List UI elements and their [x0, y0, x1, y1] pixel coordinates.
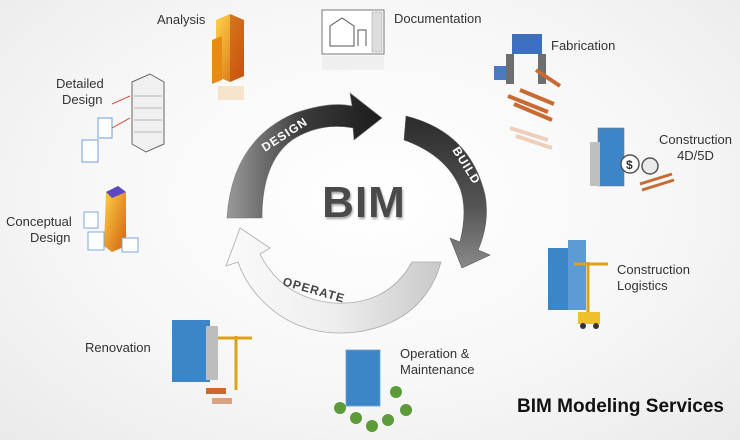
- documentation-sheet-icon: [321, 9, 385, 70]
- stage-label-documentation: Documentation: [394, 11, 482, 26]
- detailed-design-model-icon: [81, 73, 165, 163]
- footer-caption: BIM Modeling Services: [517, 396, 724, 417]
- bim-center-title: BIM: [322, 178, 406, 227]
- construction-logistics-icon: [548, 240, 608, 329]
- stage-label-conceptual-design: Conceptual Design: [6, 214, 72, 245]
- analysis-building-icon: [212, 14, 244, 100]
- svg-text:$: $: [626, 158, 633, 172]
- stage-label-operation-maintenance: Operation & Maintenance: [400, 346, 475, 377]
- construction-4d5d-icon: $: [590, 127, 675, 192]
- stage-label-construction-logistics: Construction Logistics: [617, 262, 690, 293]
- renovation-building-icon: [172, 320, 252, 404]
- stage-label-renovation: Renovation: [85, 340, 151, 355]
- conceptual-design-model-icon: [83, 186, 139, 253]
- stage-label-analysis: Analysis: [157, 12, 206, 27]
- stage-label-construction-4d5d: Construction 4D/5D: [659, 132, 732, 163]
- operation-maintenance-icon: [334, 349, 412, 432]
- stage-label-detailed-design: Detailed Design: [56, 76, 104, 107]
- build-arrow: [403, 115, 491, 269]
- design-arrow: [226, 92, 383, 219]
- operate-arrow: [225, 227, 442, 334]
- fabrication-machine-icon: [494, 34, 562, 150]
- stage-label-fabrication: Fabrication: [551, 38, 616, 53]
